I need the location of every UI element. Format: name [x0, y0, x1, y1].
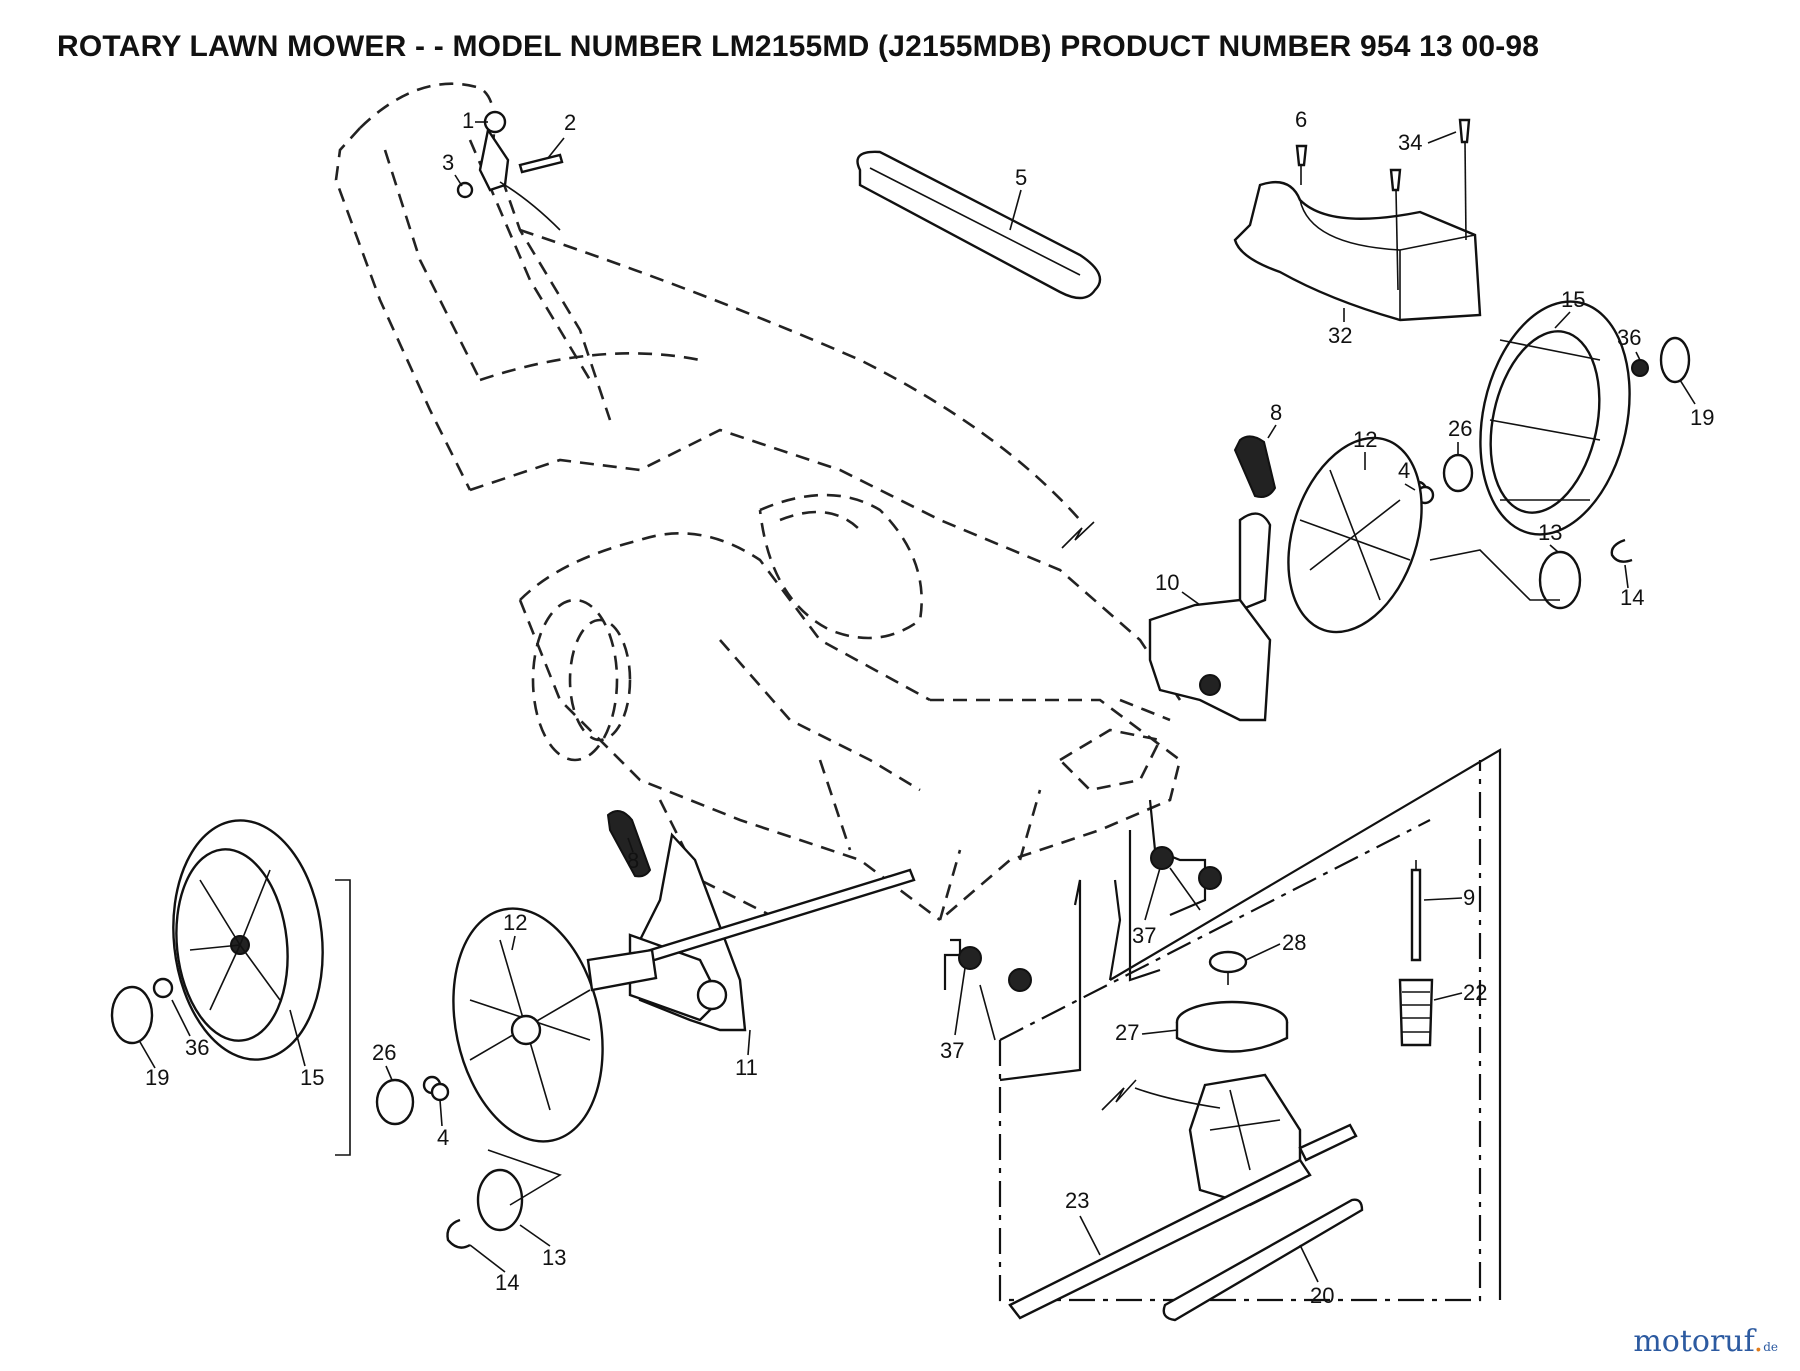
callout-4-left: 4 — [437, 1125, 449, 1150]
rear-cover-part — [1233, 180, 1482, 322]
callout-20: 20 — [1310, 1283, 1334, 1308]
spring-rod-part — [1410, 860, 1422, 962]
drive-belt — [856, 150, 1102, 300]
callout-23: 23 — [1065, 1188, 1089, 1213]
callout-labels: 1 2 3 5 6 34 32 15 36 19 8 12 26 4 13 14… — [139, 107, 1714, 1308]
plate-part — [1175, 1000, 1289, 1053]
left-axle-stub — [586, 948, 658, 992]
callout-19-left: 19 — [145, 1065, 169, 1090]
callout-13-right: 13 — [1538, 520, 1562, 545]
left-hubcap — [110, 977, 174, 1045]
break-symbol-bottom — [1101, 1079, 1137, 1111]
callout-36-left: 36 — [185, 1035, 209, 1060]
callout-5: 5 — [1015, 165, 1027, 190]
callout-3: 3 — [442, 150, 454, 175]
left-pinion-gear — [446, 1168, 524, 1249]
engine-cover-outline — [1057, 698, 1171, 792]
callout-8-right: 8 — [1270, 400, 1282, 425]
callout-1: 1 — [462, 108, 474, 133]
callout-11: 11 — [735, 1055, 758, 1080]
callout-34: 34 — [1398, 130, 1422, 155]
callout-14-right: 14 — [1620, 585, 1644, 610]
left-adjuster-grip — [606, 810, 652, 878]
callout-14-left: 14 — [495, 1270, 519, 1295]
callout-6: 6 — [1295, 107, 1307, 132]
handle-knob-part — [478, 110, 561, 231]
watermark-tld: de — [1763, 1340, 1778, 1354]
callout-22: 22 — [1463, 980, 1487, 1005]
break-symbol-top — [1061, 521, 1095, 549]
right-inner-wheel — [1287, 436, 1423, 634]
mower-rear-wheel-outline — [531, 598, 632, 762]
callout-15-right: 15 — [1561, 287, 1585, 312]
watermark-dot: . — [1753, 1324, 1764, 1359]
callout-4-right: 4 — [1398, 458, 1410, 483]
screw-part — [1295, 118, 1471, 291]
right-height-adjuster — [1148, 512, 1272, 722]
cap-part — [1208, 950, 1248, 985]
callout-10: 10 — [1155, 570, 1179, 595]
transmission-boundary — [998, 760, 1482, 1302]
right-wheel-tire — [1479, 300, 1631, 536]
callout-12-left: 12 — [503, 910, 527, 935]
callout-15-left: 15 — [300, 1065, 324, 1090]
left-gear-leader — [487, 1149, 562, 1206]
callout-37-right: 37 — [1132, 923, 1156, 948]
callout-19-right: 19 — [1690, 405, 1714, 430]
callout-36-right: 36 — [1617, 325, 1641, 350]
callout-26-right: 26 — [1448, 416, 1472, 441]
callout-2: 2 — [564, 110, 576, 135]
right-hubcap — [1631, 336, 1691, 384]
bolt-part — [518, 153, 564, 174]
watermark-name: motoruf — [1633, 1324, 1754, 1359]
right-pinion-gear — [1538, 538, 1633, 610]
diagram-title: ROTARY LAWN MOWER - - MODEL NUMBER LM215… — [57, 30, 1540, 63]
deck-bracket-lines — [943, 748, 1502, 1300]
callout-26-left: 26 — [372, 1040, 396, 1065]
callout-8-left: 8 — [627, 848, 639, 873]
nut-part — [456, 181, 474, 199]
tube-part — [1162, 1198, 1364, 1322]
left-wheel-tire — [172, 819, 324, 1061]
callout-27: 27 — [1115, 1020, 1139, 1045]
callout-28: 28 — [1282, 930, 1306, 955]
hex-nuts — [954, 846, 1222, 1041]
compression-spring — [1398, 978, 1434, 1047]
left-wheel-brace — [335, 879, 351, 1156]
mower-deck-outline — [469, 428, 1182, 922]
callout-32: 32 — [1328, 323, 1352, 348]
callout-12-right: 12 — [1353, 427, 1377, 452]
callout-13-left: 13 — [542, 1245, 566, 1270]
callout-9: 9 — [1463, 885, 1475, 910]
right-adjuster-grip — [1233, 435, 1277, 498]
right-gear-leader — [1429, 549, 1560, 601]
left-inner-wheel — [452, 907, 604, 1143]
left-wheel-washer — [375, 1075, 450, 1126]
callout-37-left: 37 — [940, 1038, 964, 1063]
watermark-logo: motoruf.de — [1633, 1324, 1778, 1359]
drive-shaft — [1008, 1123, 1358, 1320]
